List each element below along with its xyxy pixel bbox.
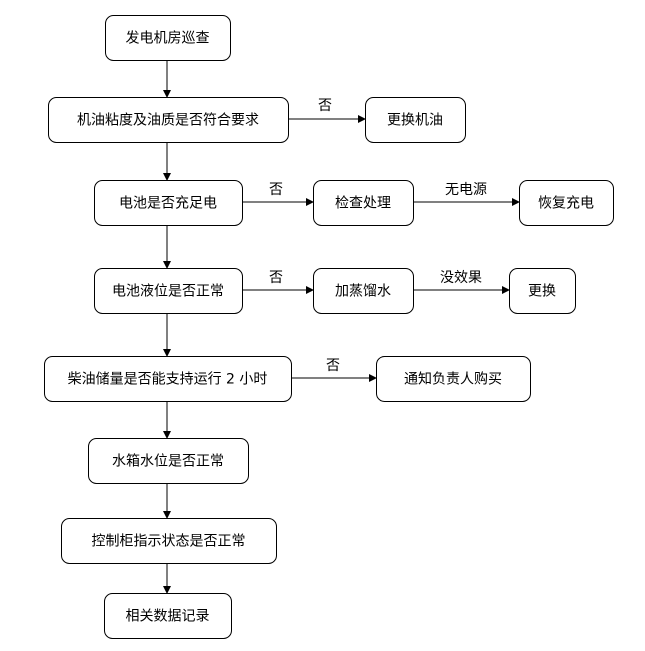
edge-label: 否 [269,182,283,198]
node-label: 通知负责人购买 [404,371,502,388]
node-box [509,268,576,314]
flow-node-n9: 更换 [509,268,576,314]
flow-node-n4: 电池是否充足电 [94,180,243,226]
flow-node-n14: 相关数据记录 [104,593,232,639]
node-box [48,97,289,143]
edge-label: 否 [318,98,332,114]
node-label: 更换机油 [387,112,443,129]
edges-layer: 否否无电源否没效果否 [163,60,520,594]
node-label: 检查处理 [335,196,391,212]
flow-node-n5: 检查处理 [313,180,414,226]
edge-label: 无电源 [445,182,487,198]
edge-label: 否 [269,270,283,286]
edge-label: 否 [326,358,340,374]
edge-n4-n5: 否 [242,182,314,206]
node-box [365,97,466,143]
flow-node-n12: 水箱水位是否正常 [88,438,249,484]
node-label: 电池液位是否正常 [112,284,224,300]
node-box [61,518,277,564]
node-label: 水箱水位是否正常 [112,454,224,470]
edge-n10-n11: 否 [291,358,377,382]
node-label: 机油粘度及油质是否符合要求 [77,113,259,129]
edge-n8-n9: 没效果 [413,270,510,294]
node-box [44,356,292,402]
node-box [104,593,232,639]
node-box [313,180,414,226]
flow-node-n11: 通知负责人购买 [376,356,531,402]
node-box [519,180,614,226]
node-box [94,268,243,314]
node-label: 恢复充电 [538,195,594,212]
edge-label: 没效果 [440,270,482,286]
edge-n2-n3: 否 [288,98,366,123]
flow-node-n6: 恢复充电 [519,180,614,226]
node-label: 柴油储量是否能支持运行 2 小时 [68,372,268,388]
node-box [105,15,231,61]
edge-n5-n6: 无电源 [413,182,520,206]
flow-node-n10: 柴油储量是否能支持运行 2 小时 [44,356,292,402]
node-label: 控制柜指示状态是否正常 [92,534,246,550]
flow-node-n3: 更换机油 [365,97,466,143]
node-box [376,356,531,402]
node-label: 加蒸馏水 [335,284,391,300]
node-box [88,438,249,484]
node-label: 相关数据记录 [126,609,210,625]
node-box [313,268,414,314]
node-label: 电池是否充足电 [119,196,217,212]
edge-n7-n8: 否 [242,270,314,294]
flow-node-n8: 加蒸馏水 [313,268,414,314]
node-box [94,180,243,226]
flow-node-n2: 机油粘度及油质是否符合要求 [48,97,289,143]
flow-node-n7: 电池液位是否正常 [94,268,243,314]
node-label: 更换 [528,283,556,300]
flow-node-n13: 控制柜指示状态是否正常 [61,518,277,564]
node-label: 发电机房巡查 [126,31,210,47]
flow-node-n1: 发电机房巡查 [105,15,231,61]
